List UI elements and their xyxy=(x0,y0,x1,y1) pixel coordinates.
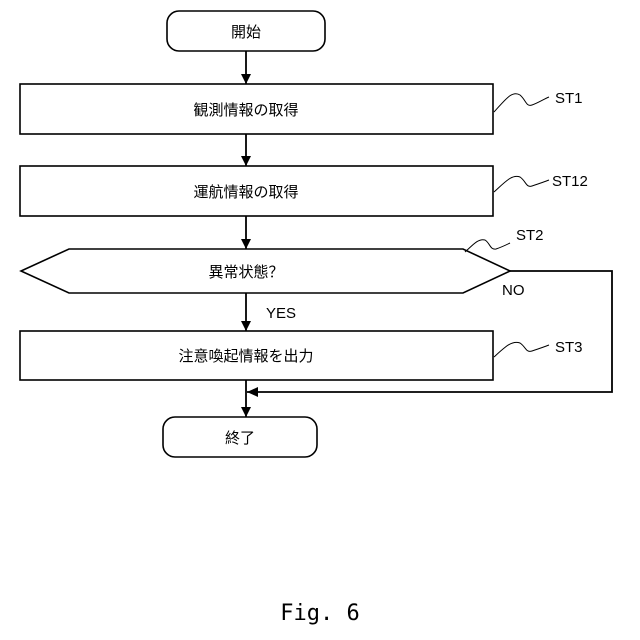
arrowhead-left-icon xyxy=(247,387,258,397)
arrowhead-icon xyxy=(241,156,251,166)
step-label-st12: 運航情報の取得 xyxy=(193,183,298,201)
figure-caption: Fig. 6 xyxy=(280,601,359,626)
end-label: 終了 xyxy=(225,429,255,447)
arrowhead-icon xyxy=(241,74,251,84)
no-label: NO xyxy=(502,282,525,299)
decision-label: 異常状態？ xyxy=(208,263,283,281)
ref-label-st2: ST2 xyxy=(516,227,544,244)
process-step-st1: 観測情報の取得 xyxy=(20,84,493,134)
decision-st2: 異常状態？ xyxy=(21,249,510,293)
yes-label: YES xyxy=(266,305,296,322)
process-step-st12: 運航情報の取得 xyxy=(20,166,493,216)
leader-line-st3 xyxy=(494,342,549,357)
arrowhead-icon xyxy=(241,239,251,249)
ref-label-st3: ST3 xyxy=(555,339,583,356)
leader-line-st1 xyxy=(494,94,549,112)
end-terminal: 終了 xyxy=(163,417,317,457)
arrowhead-icon xyxy=(241,321,251,331)
ref-label-st1: ST1 xyxy=(555,90,583,107)
arrowhead-icon xyxy=(241,407,251,417)
step-label-st1: 観測情報の取得 xyxy=(193,101,298,119)
leader-line-st12 xyxy=(494,176,549,192)
start-terminal: 開始 xyxy=(167,11,325,51)
leader-line-st2 xyxy=(465,240,510,252)
start-label: 開始 xyxy=(231,23,261,41)
step-label-st3: 注意喚起情報を出力 xyxy=(178,347,313,365)
process-step-st3: 注意喚起情報を出力 xyxy=(20,331,493,380)
ref-label-st12: ST12 xyxy=(552,173,588,190)
